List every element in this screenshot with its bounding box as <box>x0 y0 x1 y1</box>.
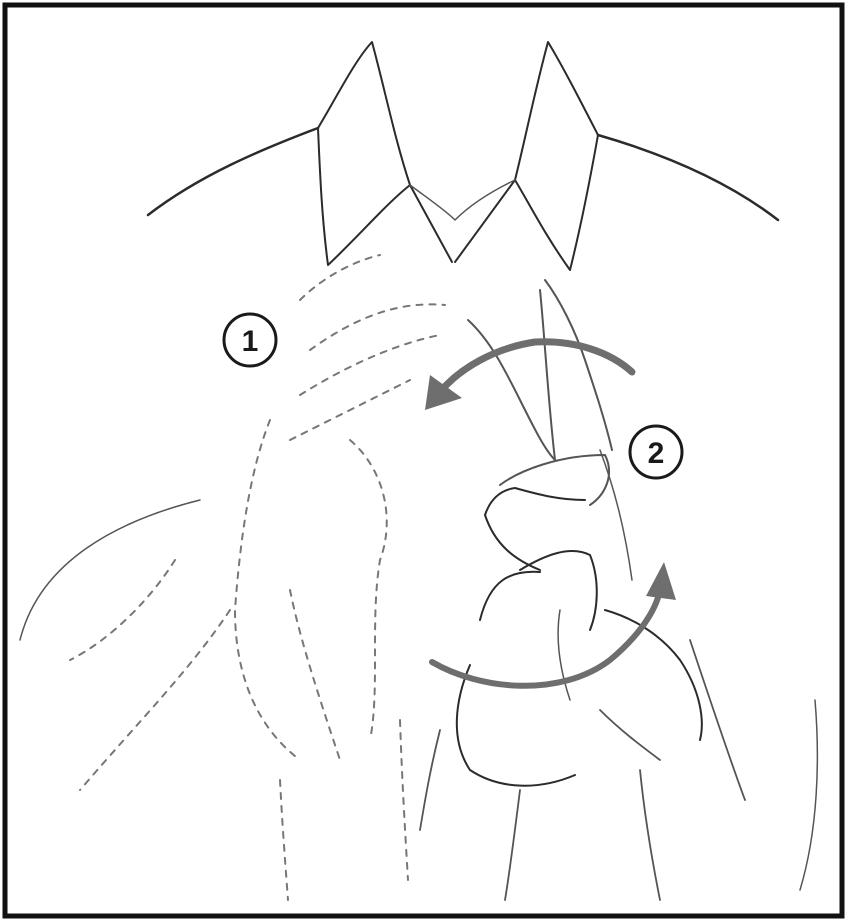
motion-arrows <box>425 342 676 686</box>
shirt-collar <box>318 42 598 270</box>
figure-border <box>5 5 842 916</box>
second-hand-position <box>420 280 745 900</box>
torso-outline <box>20 128 817 890</box>
step-number-1: 1 <box>242 325 259 358</box>
rotate-arrow-lower <box>432 590 660 686</box>
arrow-head-lower <box>646 562 676 600</box>
step-marker-1: 1 <box>224 314 276 366</box>
step-number-2: 2 <box>648 437 665 470</box>
rotate-arrow-upper <box>440 342 632 392</box>
step-marker-2: 2 <box>630 426 682 478</box>
